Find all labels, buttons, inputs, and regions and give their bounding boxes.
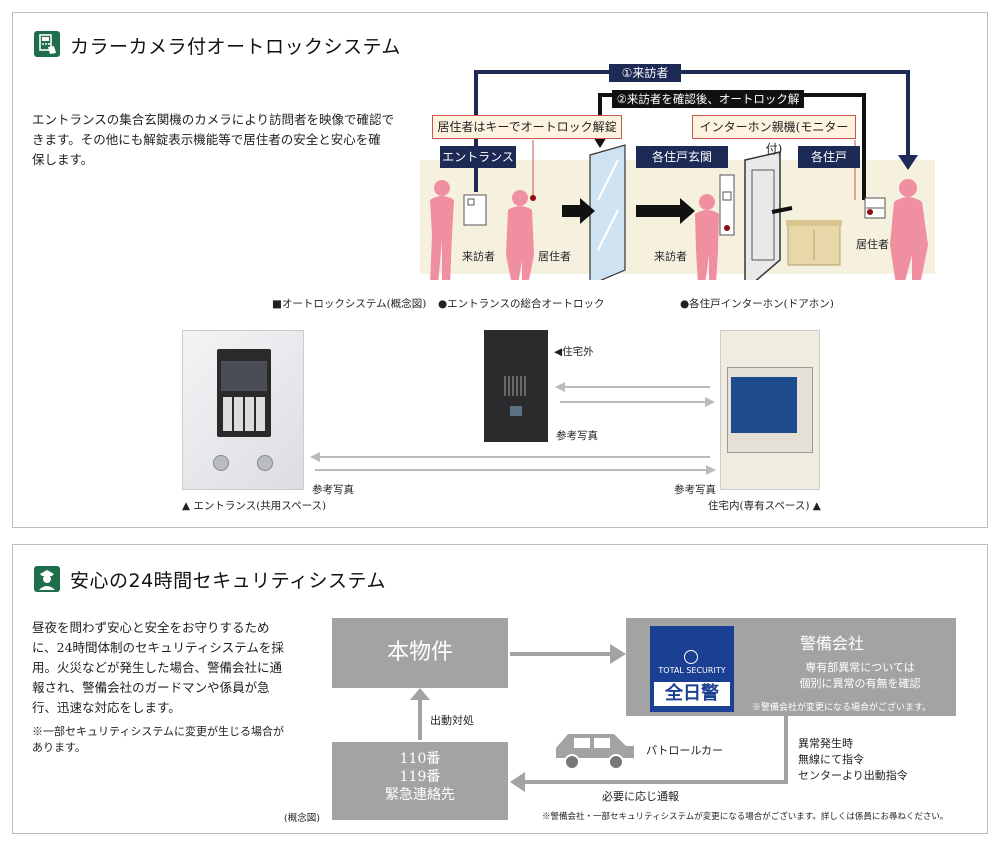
visitor2-label: 来訪者 — [654, 250, 687, 263]
desc-line: に、24時間体制のセキュリティシステムを採 — [32, 640, 284, 655]
report-label: 必要に応じ通報 — [602, 790, 679, 803]
entrance-common-caption: ▲ エントランス(共用スペース) — [182, 500, 327, 512]
section2-description: 昼夜を問わず安心と安全をお守りするため に、24時間体制のセキュリティシステムを… — [32, 618, 312, 718]
photo-arrows-top — [555, 382, 715, 407]
concept-caption: ■オートロックシステム(概念図) — [272, 298, 427, 310]
patrol-car-label: パトロールカー — [646, 744, 723, 757]
company-desc-line: 専有部異常については — [805, 661, 915, 674]
entrance-panel-photo — [182, 330, 304, 490]
zone-unit-door: 各住戸玄関 — [636, 146, 728, 168]
resident1-figure — [506, 190, 534, 280]
abnormal-text: 異常発生時 無線にて指令 センターより出動指令 — [798, 736, 908, 784]
zone-unit: 各住戸 — [798, 146, 860, 168]
autolock-glass-door — [589, 144, 626, 280]
intercom-monitor-callout: インターホン親機(モニター付) — [692, 115, 856, 156]
logo-circle-icon — [684, 650, 698, 664]
confirm-label: ②来訪者を確認後、オートロック解錠 — [612, 90, 804, 124]
door-intercom — [719, 174, 735, 236]
desc-line: エントランスの集合玄関機のカメラにより訪問者を映像で確認で — [32, 112, 395, 127]
keypad — [223, 397, 265, 431]
emergency-line: 119番 — [399, 769, 441, 785]
zone-entrance: エントランス — [440, 146, 516, 168]
note-line: あります。 — [32, 741, 86, 754]
abnormal-line: 異常発生時 — [798, 737, 853, 750]
unit-door — [744, 151, 781, 280]
photo-arrows-bottom — [310, 452, 716, 475]
security-flow-arrows — [410, 688, 788, 792]
company-desc-line: 個別に異常の有無を確認 — [799, 677, 921, 690]
concept-label: (概念図) — [284, 813, 320, 824]
property-to-company-arrow — [510, 644, 626, 664]
emergency-line: 110番 — [399, 751, 441, 767]
resident2-figure — [890, 179, 928, 280]
speaker-grille — [504, 376, 528, 396]
monitor-screen — [731, 377, 797, 433]
guard-icon — [34, 566, 60, 592]
inside-private-caption: 住宅内(専有スペース) ▲ — [708, 500, 821, 512]
desc-line: 行、迅速な対応をします。 — [32, 700, 181, 715]
section2-note: ※一部セキュリティシステムに変更が生じる場合が あります。 — [32, 724, 312, 756]
resident2-label: 居住者 — [856, 238, 889, 251]
desc-line: 昼夜を問わず安心と安全をお守りするため — [32, 620, 270, 635]
entrance-camera-screen — [221, 361, 267, 391]
abnormal-line: センターより出動指令 — [798, 769, 908, 782]
outside-label: ◀住宅外 — [554, 346, 594, 358]
resident1-label: 居住者 — [538, 250, 571, 263]
desc-line: 用。火災などが発生した場合、警備会社に通 — [32, 660, 283, 675]
unit-intercom-caption: ●各住戸インターホン(ドアホン) — [680, 298, 834, 310]
section1-description: エントランスの集合玄関機のカメラにより訪問者を映像で確認で きます。その他にも解… — [32, 110, 422, 170]
key-button — [257, 455, 273, 471]
company-logo: TOTAL SECURITY 全日警 — [650, 626, 734, 712]
visitor1-label: 来訪者 — [462, 250, 495, 263]
patrol-car-icon — [556, 734, 634, 770]
section1-title: カラーカメラ付オートロックシステム — [70, 36, 401, 58]
footnote: ※警備会社・一部セキュリティシステムが変更になる場合がございます。詳しくは係員に… — [542, 812, 949, 822]
ref-photo-label: 参考写真 — [556, 430, 598, 442]
visitor-arrowhead — [898, 155, 918, 170]
logo-sub: TOTAL SECURITY — [658, 666, 726, 675]
ref-photo-label: 参考写真 — [312, 484, 354, 496]
note-line: ※一部セキュリティシステムに変更が生じる場合が — [32, 725, 285, 738]
intercom-icon — [34, 31, 60, 57]
key-unlock-callout: 居住者はキーでオートロック解錠 — [432, 115, 622, 139]
desc-line: きます。その他にも解錠表示機能等で居住者の安全と安心を確 — [32, 132, 381, 147]
dispatch-label: 出動対処 — [430, 714, 474, 727]
flow-arrow — [562, 198, 595, 224]
flow-arrow — [636, 198, 695, 224]
visitor2-figure — [695, 194, 719, 280]
door-camera — [510, 406, 522, 416]
company-desc: 専有部異常については 個別に異常の有無を確認 — [770, 660, 950, 692]
entrance-autolock-caption: ●エントランスの総合オートロック — [438, 298, 605, 310]
monitor-photo — [720, 330, 820, 490]
section2-title: 安心の24時間セキュリティシステム — [70, 570, 386, 592]
logo-text: 全日警 — [654, 682, 730, 706]
visitor1-figure — [430, 180, 454, 280]
property-box: 本物件 — [332, 618, 508, 688]
security-company-title: 警備会社 — [800, 634, 865, 653]
ref-photo-label: 参考写真 — [674, 484, 716, 496]
desc-line: 保します。 — [32, 152, 94, 167]
abnormal-line: 無線にて指令 — [798, 753, 864, 766]
visitor-label: ①来訪者 — [609, 64, 681, 82]
entrance-intercom — [463, 194, 487, 226]
key-button — [213, 455, 229, 471]
emergency-box: 110番 119番 緊急連絡先 — [332, 742, 508, 820]
door-intercom-photo — [484, 330, 548, 442]
emergency-line: 緊急連絡先 — [385, 787, 455, 803]
company-note: ※警備会社が変更になる場合がございます。 — [752, 703, 932, 713]
desc-line: 報され、警備会社のガードマンや係員が急 — [32, 680, 270, 695]
